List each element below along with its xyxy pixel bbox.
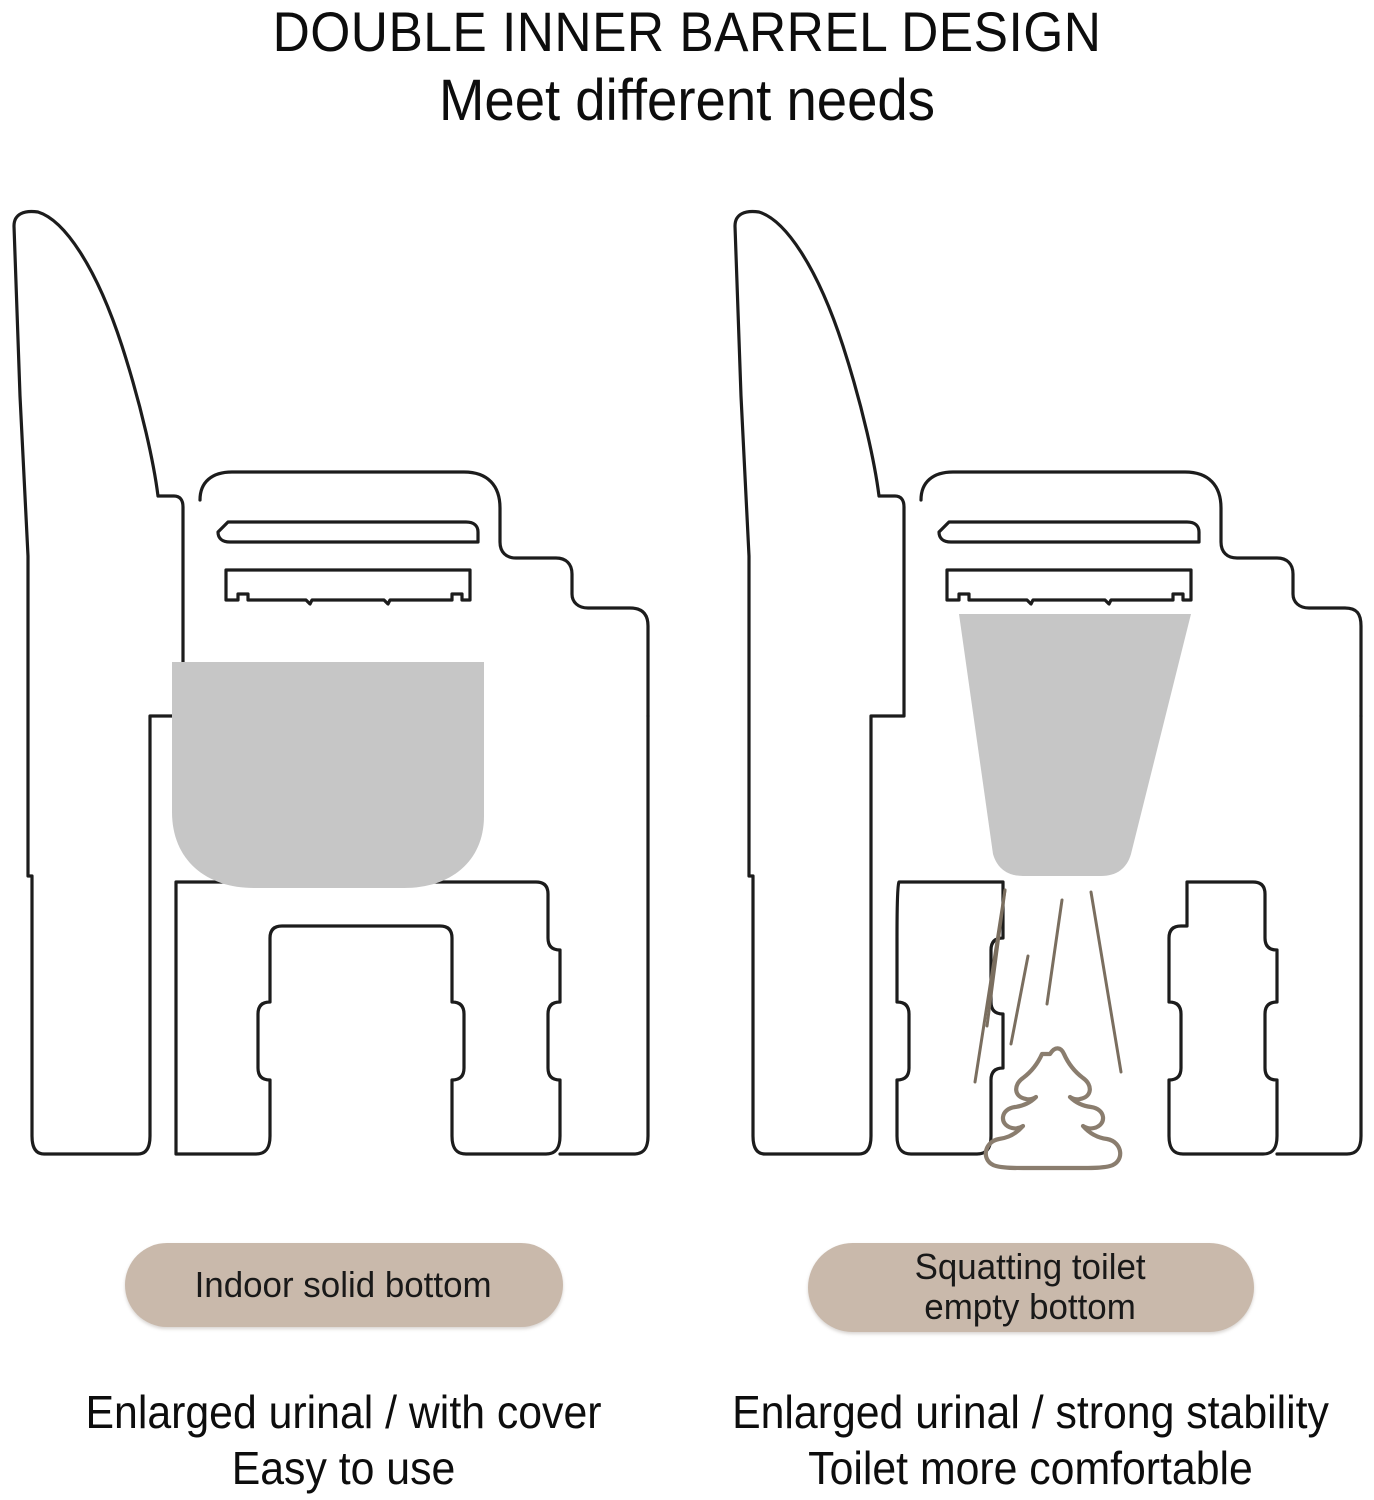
pill-label-line-1: Squatting toilet [914, 1246, 1147, 1287]
chair-seat-frame [919, 470, 1363, 718]
chair-right-post [1275, 714, 1363, 1156]
panel-indoor-solid-bottom [0, 196, 687, 1236]
caption-line-1: Enlarged urinal / strong stability [732, 1386, 1329, 1438]
chair-backrest [12, 209, 185, 1156]
caption-line-2: Easy to use [231, 1442, 456, 1495]
label-pill-indoor-solid-bottom: Indoor solid bottom [124, 1243, 563, 1327]
chair-seat-ring [945, 568, 1193, 606]
pill-cell-right: Squatting toilet empty bottom [687, 1243, 1374, 1343]
chair-leg-frame [174, 880, 562, 1156]
pill-cell-left: Indoor solid bottom [0, 1243, 687, 1343]
commode-chair-open-funnel-diagram [733, 209, 1363, 1171]
motion-line-2 [1009, 954, 1030, 1046]
stool-icon [983, 1046, 1123, 1171]
pill-label-line-2: empty bottom [924, 1286, 1137, 1328]
caption-line-1: Enlarged urinal / with cover [85, 1386, 602, 1438]
page-title: DOUBLE INNER BARREL DESIGN [272, 0, 1102, 63]
chair-seat-ring [224, 568, 472, 606]
commode-chair-solid-bucket-diagram [12, 209, 650, 1156]
chair-seat-frame [198, 470, 650, 718]
label-pill-squatting-toilet-empty-bottom: Squatting toilet empty bottom [807, 1243, 1254, 1332]
motion-line-3 [1045, 898, 1064, 1006]
inner-bucket-solid [172, 662, 484, 888]
caption-cell-left: Enlarged urinal / with cover Easy to use [0, 1384, 687, 1496]
chair-lid-bar [937, 520, 1201, 544]
motion-lines-group [973, 888, 1123, 1084]
header: DOUBLE INNER BARREL DESIGN Meet differen… [0, 0, 1374, 135]
chair-right-post [558, 714, 650, 1156]
chair-backrest [733, 209, 906, 1156]
page-subtitle: Meet different needs [438, 68, 936, 134]
inner-funnel-open [959, 614, 1191, 876]
chair-right-leg [1167, 880, 1279, 1156]
motion-line-5 [985, 888, 1007, 1028]
pill-label-line-1: Indoor solid bottom [194, 1263, 493, 1305]
caption-line-2: Toilet more comfortable [808, 1442, 1253, 1495]
diagram-panels [0, 196, 1374, 1236]
chair-lid-bar [216, 520, 480, 544]
pill-labels-row: Indoor solid bottom Squatting toilet emp… [0, 1243, 1374, 1343]
captions-row: Enlarged urinal / with cover Easy to use… [0, 1384, 1374, 1496]
motion-line-4 [1089, 890, 1123, 1074]
caption-cell-right: Enlarged urinal / strong stability Toile… [687, 1384, 1374, 1496]
panel-squatting-toilet-empty-bottom [687, 196, 1374, 1236]
